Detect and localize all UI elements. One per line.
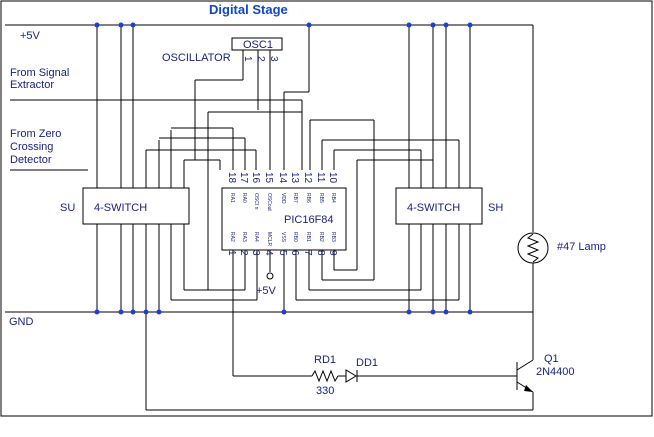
mcu-top-pin-label: RA1 [229, 193, 235, 203]
input-signal-line-2: Extractor [10, 79, 54, 91]
mcu-bottom-pin-number: 5 [277, 250, 288, 256]
mcu-top-pin-label: RB6 [305, 193, 311, 203]
left-switch-box [82, 187, 190, 225]
right-switch-box [395, 187, 483, 225]
left-switch-wires [96, 25, 185, 312]
lamp-filament [526, 233, 540, 263]
right-switch-wires [408, 25, 471, 312]
right-switch-name: 4-SWITCH [407, 202, 460, 214]
mcu-top-pin-label: OSCI n [253, 193, 259, 210]
mcu-bottom-pin-label: RA3 [241, 232, 247, 242]
mcu-top-pin-number: 16 [250, 172, 261, 184]
mcu-top-pin-number: 18 [226, 172, 237, 184]
transistor-part: 2N4400 [536, 366, 575, 378]
mcu-top-pin-label: VDD [280, 193, 286, 204]
mcu-top-pin-label: RB7 [292, 193, 298, 203]
left-switch-label: SU [60, 202, 75, 214]
input-zero-line-3: Detector [10, 154, 52, 166]
junction-dots [94, 22, 473, 315]
left-switch-name: 4-SWITCH [94, 202, 147, 214]
osc-pin-1: 1 [242, 56, 253, 62]
transistor-collector [516, 359, 534, 371]
mcu-bottom-pin-label: RB2 [318, 232, 324, 242]
mcu-bottom-pin-label: VSS [280, 232, 286, 243]
diagram-title: Digital Stage [209, 2, 288, 17]
mcu-top-pin-label: RB5 [318, 193, 324, 203]
right-switch-label: SH [488, 202, 503, 214]
oscillator-box [231, 37, 283, 51]
resistor-value: 330 [316, 385, 334, 397]
mcu-bottom-pin-number: 1 [226, 250, 237, 256]
mcu-name: PIC16F84 [284, 214, 334, 226]
input-signal-line-1: From Signal [10, 67, 69, 79]
mcu-bottom-pin-label: RA2 [229, 232, 235, 242]
mcu-bottom-pin-label: RB3 [330, 232, 336, 242]
mcu-top-pin-number: 12 [302, 172, 313, 184]
mclr-terminal [266, 272, 274, 280]
transistor-emitter-arrow [524, 385, 533, 392]
gnd-label: GND [9, 316, 34, 328]
input-zero-crossing-label: From Zero Crossing Detector [10, 128, 64, 166]
mcu-bottom-pin-label: RB1 [305, 232, 311, 242]
mcu-bottom-pin-label: RB0 [292, 232, 298, 242]
mcu-bottom-pin-label: MCLR [266, 232, 272, 247]
mclr-supply-label: +5V [256, 285, 277, 297]
mcu-bottom-pins: 1 RA2 2 RA3 3 RA4 4 MCLR 5 VSS 6 RB0 7 RB1 8 RB2 9 RB3 [226, 232, 338, 256]
resistor-icon [311, 369, 339, 383]
diode-icon [345, 369, 357, 383]
mcu-top-pin-number: 14 [277, 172, 288, 184]
input-zero-line-1: From Zero [10, 128, 61, 140]
mcu-bottom-pin-number: 8 [315, 250, 326, 256]
lamp-label: #47 Lamp [557, 241, 606, 253]
mcu-bottom-interconnect [171, 159, 459, 377]
mcu-top-pin-label: OSCout [266, 193, 272, 211]
oscillator-label: OSCILLATOR [162, 52, 231, 64]
mcu-top-interconnect [146, 25, 459, 290]
frame-border [0, 0, 653, 417]
mcu-bottom-pin-label: RA4 [253, 232, 259, 242]
mcu-top-pin-number: 13 [289, 172, 300, 184]
mcu-bottom-pin-number: 6 [289, 250, 300, 256]
mcu-top-pin-number: 11 [315, 172, 326, 183]
mcu-top-pin-number: 15 [263, 172, 274, 184]
transistor-ref: Q1 [544, 353, 559, 365]
input-signal-extractor-label: From Signal Extractor [10, 67, 72, 91]
input-zero-line-2: Crossing [10, 141, 53, 153]
mcu-top-pin-label: RB4 [330, 193, 336, 203]
resistor-ref: RD1 [314, 354, 336, 366]
mcu-top-pin-number: 10 [327, 172, 338, 184]
mcu-bottom-pin-number: 3 [250, 250, 261, 256]
mcu-bottom-pin-number: 9 [327, 250, 338, 256]
mcu-box [221, 187, 347, 251]
mcu-top-pin-label: RA0 [241, 193, 247, 203]
vcc-label: +5V [20, 30, 41, 42]
mcu-bottom-pin-number: 7 [302, 250, 313, 256]
mcu-bottom-pin-number: 4 [263, 250, 274, 256]
mcu-bottom-pin-number: 2 [238, 250, 249, 256]
osc-pin-3: 3 [268, 56, 279, 62]
diode-ref: DD1 [356, 357, 378, 369]
mcu-top-pin-number: 17 [238, 172, 249, 184]
oscillator-ref: OSC1 [243, 39, 273, 51]
osc-pin-2: 2 [255, 56, 266, 62]
